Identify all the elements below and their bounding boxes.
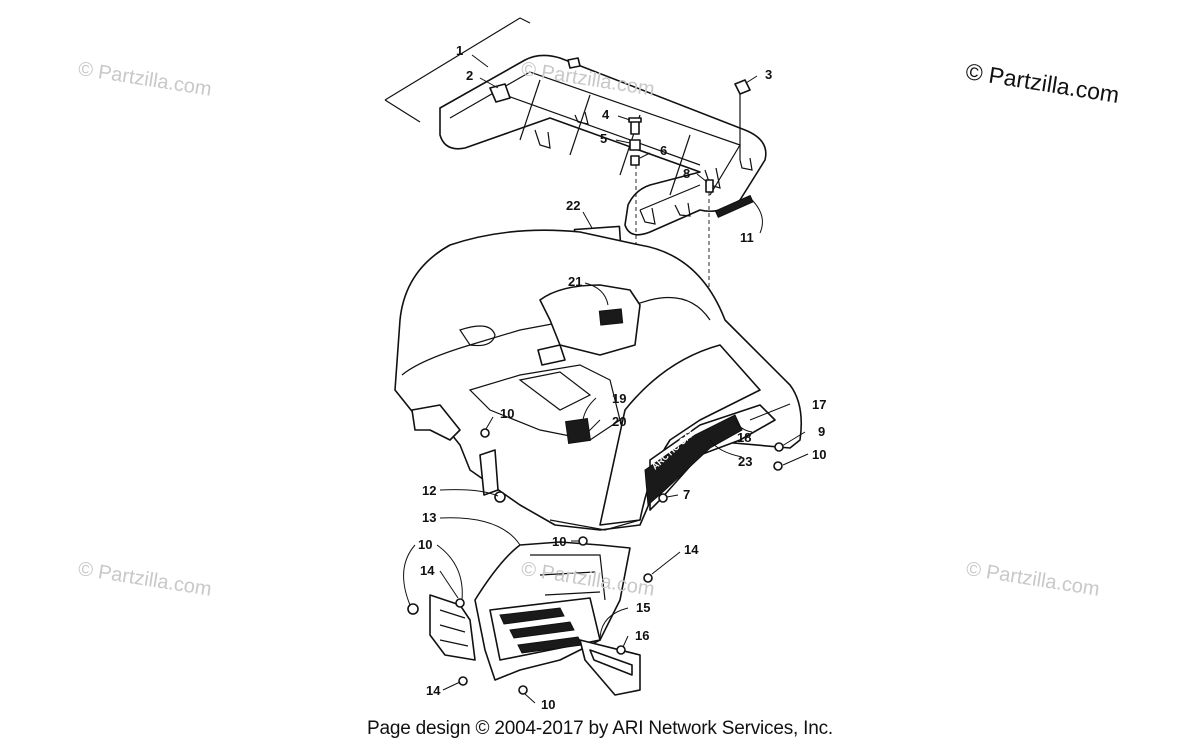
callout-21: 21 (568, 274, 582, 289)
callout-14-a: 14 (684, 542, 699, 557)
callout-6: 6 (660, 143, 667, 158)
callout-18: 18 (737, 430, 751, 445)
callout-23: 23 (738, 454, 752, 469)
callout-10-c: 10 (552, 534, 566, 549)
rear-fender (394, 229, 803, 531)
leader-lines (403, 54, 809, 704)
footrest (429, 541, 641, 696)
callout-10-d: 10 (418, 537, 432, 552)
callout-10-e: 10 (541, 697, 555, 712)
callout-14-c: 14 (426, 683, 441, 698)
callout-1: 1 (456, 43, 463, 58)
callout-11: 11 (740, 230, 754, 245)
callout-8: 8 (683, 166, 690, 181)
callout-5: 5 (600, 131, 607, 146)
callout-13: 13 (422, 510, 436, 525)
callout-10-b: 10 (500, 406, 514, 421)
callout-7: 7 (683, 487, 690, 502)
rear-rack (384, 17, 767, 236)
callout-2: 2 (466, 68, 473, 83)
callout-17: 17 (812, 397, 826, 412)
callout-20: 20 (612, 414, 626, 429)
callout-19: 19 (612, 391, 626, 406)
callout-15: 15 (636, 600, 650, 615)
callout-10-a: 10 (812, 447, 826, 462)
callout-12: 12 (422, 483, 436, 498)
callouts: 1 2 3 4 5 6 7 8 9 10 11 12 13 14 15 16 1… (418, 43, 826, 712)
callout-3: 3 (765, 67, 772, 82)
footer-copyright: Page design © 2004-2017 by ARI Network S… (367, 718, 833, 739)
callout-16: 16 (635, 628, 649, 643)
callout-4: 4 (602, 107, 610, 122)
fasteners (407, 428, 784, 695)
callout-14-b: 14 (420, 563, 435, 578)
callout-9: 9 (818, 424, 825, 439)
callout-22: 22 (566, 198, 580, 213)
